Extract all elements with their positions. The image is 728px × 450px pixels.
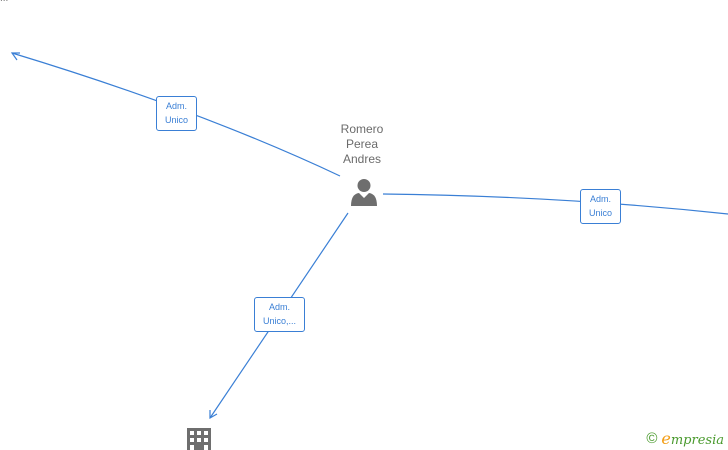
- copyright-icon: ©: [646, 430, 658, 447]
- brand-logo: empresia: [661, 429, 724, 448]
- edge-label-top-left[interactable]: Adm. Unico: [156, 96, 197, 131]
- arrowhead-company: [209, 410, 218, 420]
- arrowhead-top-left: [10, 52, 20, 61]
- edge-label-line: Adm.: [589, 194, 611, 204]
- person-name-line: Romero: [340, 122, 384, 136]
- truncated-node-label: ...: [0, 0, 8, 4]
- edge-label-right[interactable]: Adm. Unico: [580, 189, 621, 224]
- edge-label-company[interactable]: Adm. Unico,...: [254, 297, 305, 332]
- edge-label-line: Adm.: [268, 302, 290, 312]
- brand-rest: mpresia: [670, 433, 724, 448]
- edge-label-line: Adm.: [165, 101, 187, 111]
- person-name-line: Perea: [345, 137, 379, 151]
- edge-label-line: Unico: [164, 115, 188, 125]
- edge-label-line: Unico: [588, 208, 612, 218]
- edge-label-line: Unico,...: [262, 316, 296, 326]
- brand-initial: e: [661, 429, 671, 448]
- person-name[interactable]: Romero Perea Andres: [324, 122, 400, 167]
- empresia-watermark: © empresia: [646, 429, 724, 448]
- edge-to-right: [382, 193, 728, 215]
- person-name-line: Andres: [342, 152, 382, 166]
- building-icon[interactable]: [187, 428, 211, 450]
- person-icon[interactable]: [349, 177, 379, 207]
